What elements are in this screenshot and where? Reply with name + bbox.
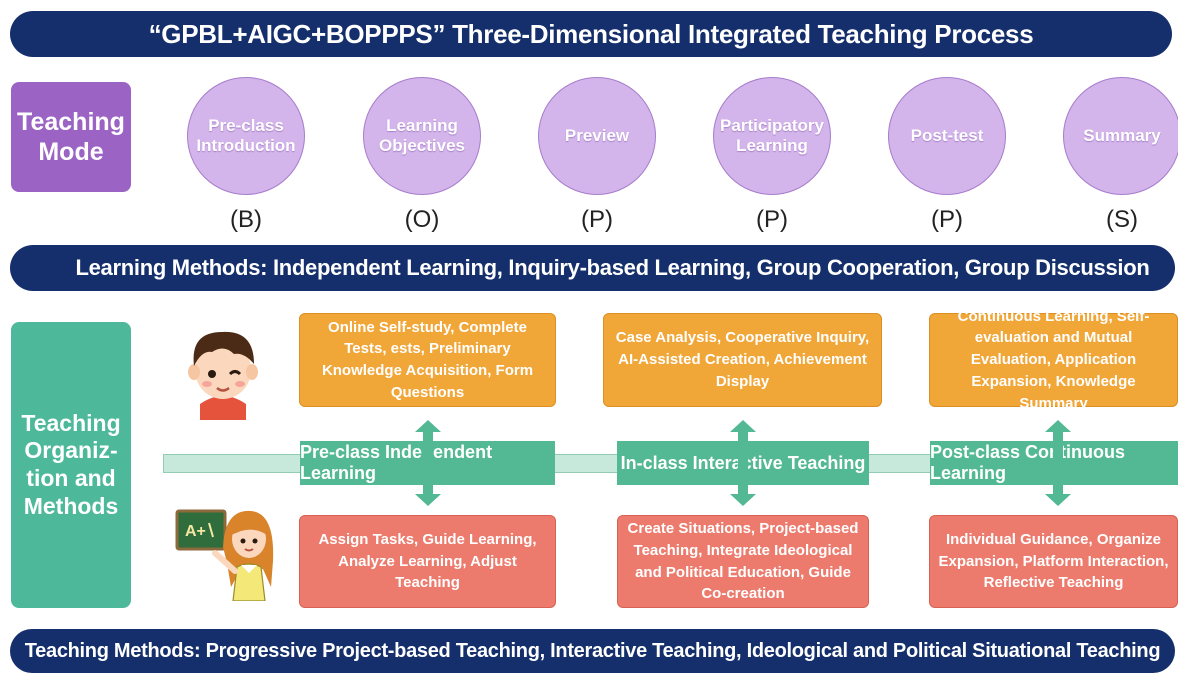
teacher-at-blackboard-icon: A+: [175, 509, 274, 601]
phase-circle-pre-class-introduction: Pre-class Introduction: [187, 77, 305, 195]
teaching-methods-banner: Teaching Methods: Progressive Project-ba…: [10, 629, 1175, 673]
double-arrow-icon: [1045, 420, 1071, 506]
phase-circle-learning-objectives: Learning Objectives: [363, 77, 481, 195]
phase-letter-o: (O): [404, 206, 440, 233]
blackboard-text: A+: [185, 523, 206, 540]
teaching-methods-text: Teaching Methods: Progressive Project-ba…: [24, 639, 1161, 662]
phase-circle-post-test: Post-test: [888, 77, 1006, 195]
title-text: “GPBL+AIGC+BOPPPS” Three-Dimensional Int…: [148, 18, 1034, 49]
student-avatar-icon: [188, 331, 258, 420]
phase-letter-s: (S): [1106, 206, 1138, 233]
learning-methods-text: Learning Methods: Independent Learning, …: [75, 255, 1150, 280]
double-arrow-icon: [730, 420, 756, 506]
phase-letter-p1: (P): [581, 206, 613, 233]
student-activities-post-class: Continuous Learning, Self-evaluation and…: [929, 308, 1178, 412]
phase-circle-preview: Preview: [538, 77, 656, 195]
learning-methods-banner: Learning Methods: Independent Learning, …: [10, 245, 1175, 291]
phase-letter-b: (B): [230, 206, 262, 233]
teaching-organization-label: Teaching Organiz-tion and Methods: [11, 322, 131, 608]
phase-circle-participatory-learning: Participatory Learning: [713, 77, 831, 195]
student-activities-in-class: Case Analysis, Cooperative Inquiry, AI-A…: [603, 313, 882, 407]
student-activities-pre-class: Online Self-study, Complete Tests, ests,…: [299, 313, 556, 407]
teaching-mode-label: Teaching Mode: [11, 82, 131, 192]
teacher-activities-in-class: Create Situations, Project-based Teachin…: [617, 515, 869, 608]
teacher-activities-pre-class: Assign Tasks, Guide Learning, Analyze Le…: [299, 515, 556, 608]
title-banner: “GPBL+AIGC+BOPPPS” Three-Dimensional Int…: [10, 11, 1172, 57]
teacher-activities-post-class: Individual Guidance, Organize Expansion,…: [929, 515, 1178, 608]
double-arrow-icon: [415, 420, 441, 506]
phase-letter-p2: (P): [756, 206, 788, 233]
phase-circle-summary: Summary: [1063, 77, 1178, 195]
phase-letter-p3: (P): [931, 206, 963, 233]
